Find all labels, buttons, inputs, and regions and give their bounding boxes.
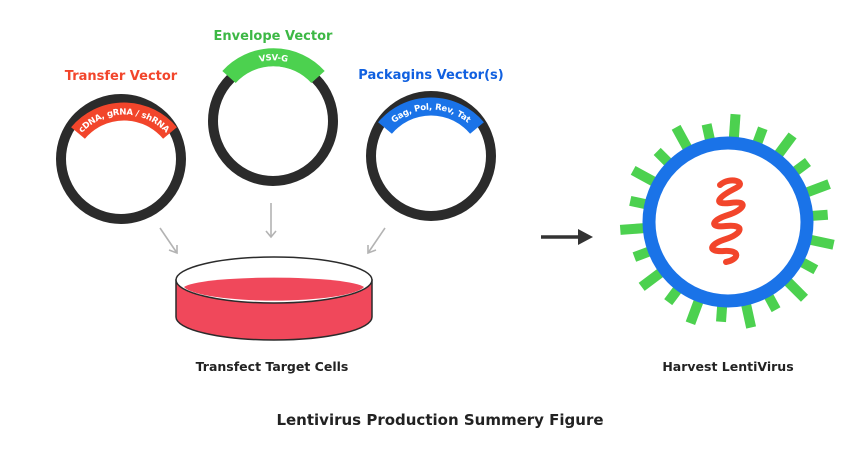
virus-capsid [642,136,814,308]
figure-title: Lentivirus Production Summery Figure [276,411,603,429]
arrow-transfer-to-dish [159,227,178,255]
lentivirus-particle [619,113,835,329]
envelope-vector-title: Envelope Vector [214,29,333,44]
envelope-insert-label: VSV-G [258,53,289,65]
envelope-insert-arc [222,48,325,84]
transfer-vector-title: Transfer Vector [65,69,178,84]
packaging-insert-arc [378,97,484,135]
packaging-plasmid-ring [366,91,496,221]
petri-dish [175,256,373,341]
transfection-arrows [159,203,386,255]
packaging-vector: Packagins Vector(s) Gag, Pol, Rev, Tat [358,68,504,221]
dish-medium [184,277,364,301]
harvest-arrow [541,229,593,245]
arrow-envelope-to-dish [265,203,277,239]
transfer-vector: Transfer Vector cDNA, gRNA / shRNA [56,69,186,224]
arrow-packaging-to-dish [367,227,386,255]
transfer-plasmid-ring [56,94,186,224]
dish-label: Transfect Target Cells [196,359,349,374]
transfer-insert-arc [71,102,177,140]
virus-label: Harvest LentiVirus [662,359,793,374]
packaging-vector-title: Packagins Vector(s) [358,68,503,83]
envelope-vector: Envelope Vector VSV-G [208,29,338,186]
rna-genome [709,177,746,265]
